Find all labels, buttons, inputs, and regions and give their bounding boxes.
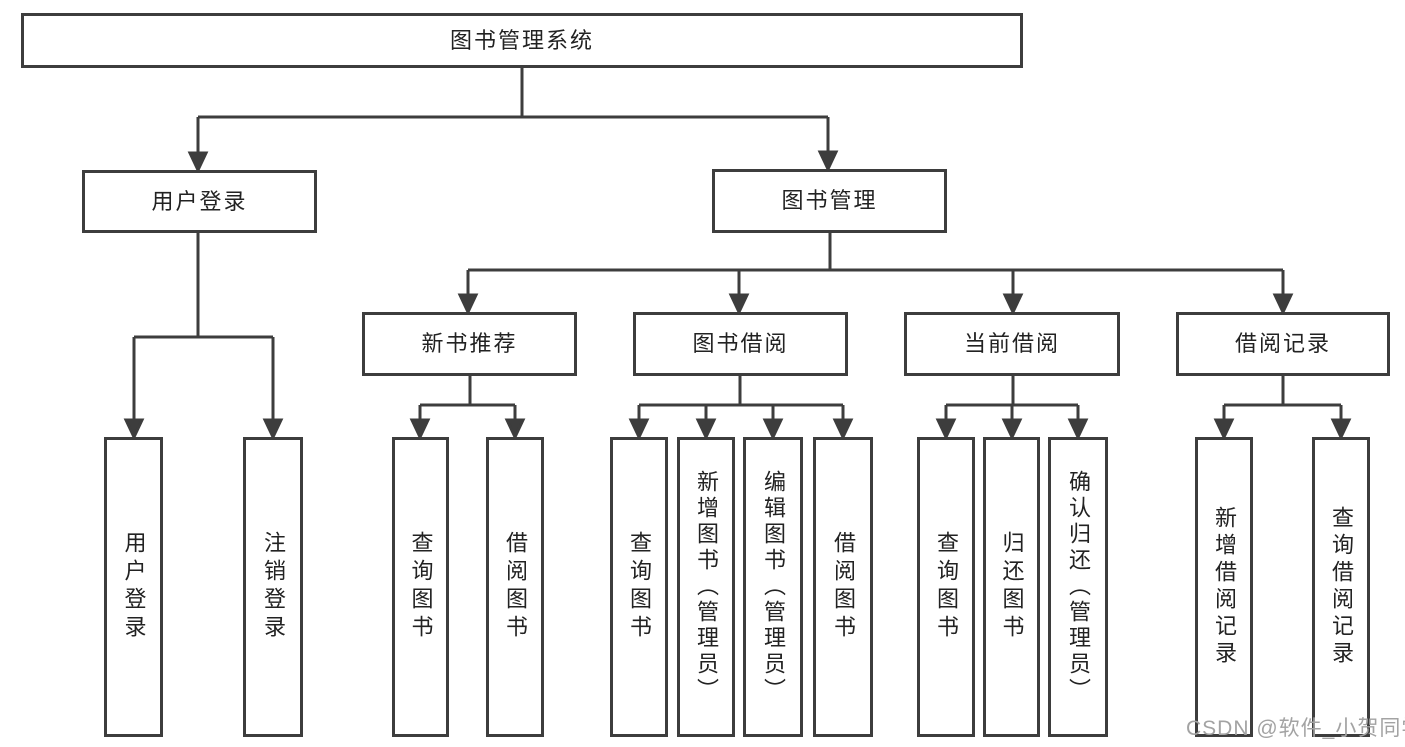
arrowhead-icon: [762, 418, 784, 441]
arrowhead-icon: [409, 418, 431, 441]
arrowhead-icon: [832, 418, 854, 441]
connector-root: [196, 68, 830, 154]
leaf-cb-confirm-return-admin: 确认归还（管理员）: [1048, 437, 1108, 737]
connector-user-login: [132, 233, 275, 421]
arrowhead-icon: [1213, 418, 1235, 441]
connector-new-book: [418, 376, 517, 421]
node-current-borrow: 当前借阅: [904, 312, 1120, 376]
leaf-nb-query-books: 查询图书: [392, 437, 449, 737]
arrowhead-icon: [262, 418, 284, 441]
leaf-bb-add-books-admin: 新增图书（管理员）: [677, 437, 735, 737]
leaf-bb-edit-books-admin: 编辑图书（管理员）: [743, 437, 803, 737]
leaf-br-query-record: 查询借阅记录: [1312, 437, 1370, 737]
arrowhead-icon: [935, 418, 957, 441]
node-book-management: 图书管理: [712, 169, 947, 233]
arrowhead-icon: [504, 418, 526, 441]
leaf-nb-borrow-books: 借阅图书: [486, 437, 544, 737]
leaf-user-login: 用户登录: [104, 437, 163, 737]
leaf-bb-query-books: 查询图书: [610, 437, 668, 737]
connector-current-borrow: [944, 376, 1080, 421]
node-new-book-recommend: 新书推荐: [362, 312, 577, 376]
arrowhead-icon: [695, 418, 717, 441]
leaf-cb-return-books: 归还图书: [983, 437, 1040, 737]
leaf-bb-borrow-books: 借阅图书: [813, 437, 873, 737]
node-library-system: 图书管理系统: [21, 13, 1023, 68]
csdn-watermark: CSDN @软件_小贺同学: [1186, 717, 1405, 740]
leaf-logout-login: 注销登录: [243, 437, 303, 737]
arrowhead-icon: [123, 418, 145, 441]
node-borrow-records: 借阅记录: [1176, 312, 1390, 376]
node-book-borrow: 图书借阅: [633, 312, 848, 376]
arrowhead-icon: [628, 418, 650, 441]
connector-borrow-records: [1222, 376, 1343, 421]
connector-book-management: [466, 233, 1285, 296]
arrowhead-icon: [1330, 418, 1352, 441]
node-user-login: 用户登录: [82, 170, 317, 233]
arrowhead-icon: [1001, 418, 1023, 441]
arrowhead-icon: [1067, 418, 1089, 441]
arrowhead-icon: [728, 293, 750, 316]
leaf-br-add-record: 新增借阅记录: [1195, 437, 1253, 737]
arrowhead-icon: [1272, 293, 1294, 316]
arrowhead-icon: [187, 151, 209, 174]
arrowhead-icon: [817, 150, 839, 173]
leaf-cb-query-books: 查询图书: [917, 437, 975, 737]
connector-book-borrow: [637, 376, 845, 421]
arrowhead-icon: [457, 293, 479, 316]
arrowhead-icon: [1002, 293, 1024, 316]
